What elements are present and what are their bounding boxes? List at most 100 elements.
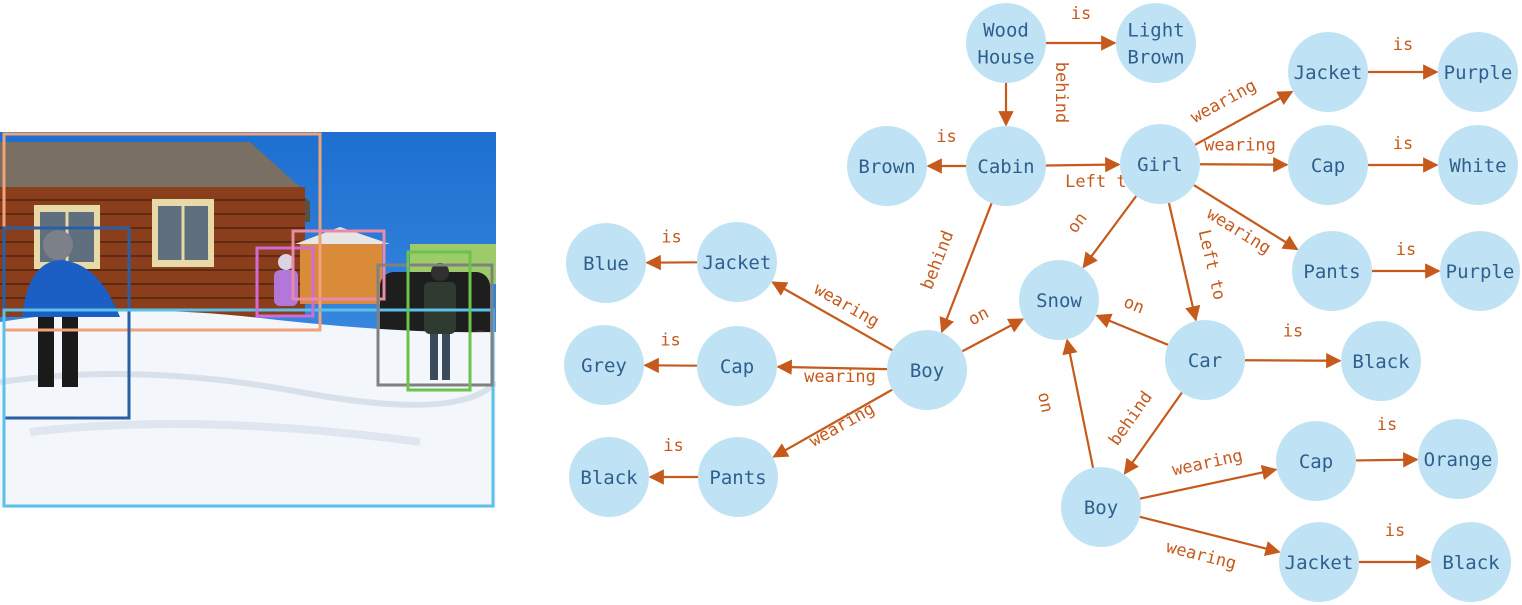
node-label: Pants	[1303, 261, 1360, 283]
node-circle	[566, 223, 646, 303]
node-circle	[1431, 522, 1511, 602]
node-label: Black	[580, 467, 638, 489]
edge-label: is	[936, 127, 956, 147]
edge-line	[1355, 452, 1419, 468]
edge-girl-cap_g	[1199, 156, 1289, 173]
edge-girl-pants_g	[1193, 184, 1299, 251]
edge-label: wearing	[806, 399, 878, 452]
edge-girl-snow	[1082, 195, 1138, 269]
node-label: Black	[1352, 351, 1410, 373]
node-label: Boy	[1084, 497, 1118, 519]
node-cap-g: Cap	[1288, 125, 1368, 205]
bbox-boy-2	[406, 250, 472, 392]
edge-line	[1167, 202, 1201, 322]
edge-line	[1194, 90, 1294, 146]
node-purple-2: Purple	[1440, 231, 1520, 311]
edge-boy1-cap_b	[776, 359, 888, 375]
node-label: Blue	[583, 253, 629, 275]
node-cap-b2: Cap	[1276, 421, 1356, 501]
edge-line	[1123, 392, 1183, 475]
edge-label: is	[1393, 134, 1413, 154]
node-circle	[1120, 124, 1200, 204]
node-circle	[1438, 32, 1518, 112]
bbox-snow	[2, 308, 495, 508]
edge-line	[1139, 464, 1278, 500]
edge-label: wearing	[1204, 136, 1276, 156]
edge-line	[1095, 313, 1169, 346]
edge-line	[1193, 184, 1299, 251]
edge-label: behind	[917, 228, 958, 292]
node-label: Cap	[720, 356, 754, 378]
node-black-j: Black	[1431, 522, 1511, 602]
edge-label: Left to	[1065, 172, 1137, 192]
node-label: Jacket	[703, 252, 772, 274]
edge-label: is	[1283, 322, 1303, 342]
edge-line	[772, 388, 893, 458]
edge-label: Left to	[1194, 228, 1229, 302]
node-orange: Orange	[1418, 419, 1498, 499]
node-brown: Brown	[847, 126, 927, 206]
node-black-car: Black	[1341, 321, 1421, 401]
node-circle	[887, 330, 967, 410]
edge-label: is	[1377, 415, 1397, 435]
edge-label: is	[661, 228, 681, 248]
edge-boy1-jacket_b	[771, 281, 893, 352]
node-label: Cap	[1311, 155, 1345, 177]
edge-boy2-jacket_b2	[1139, 515, 1281, 557]
node-circle	[1341, 321, 1421, 401]
node-white: White	[1438, 125, 1518, 205]
edge-label: wearing	[1170, 446, 1244, 481]
node-circle	[1288, 32, 1368, 112]
node-car: Car	[1165, 320, 1245, 400]
node-cabin: Cabin	[966, 126, 1046, 206]
edge-boy1-snow	[961, 318, 1025, 353]
node-label: Cabin	[977, 156, 1034, 178]
edge-line	[1062, 338, 1095, 469]
node-circle	[569, 437, 649, 517]
node-purple-1: Purple	[1438, 32, 1518, 112]
node-jacket-b2: Jacket	[1279, 522, 1359, 602]
node-boy1: Boy	[887, 330, 967, 410]
node-circle	[1061, 467, 1141, 547]
edge-car-black_car	[1244, 352, 1342, 369]
edge-line	[776, 359, 888, 375]
edge-line	[961, 318, 1025, 353]
node-girl: Girl	[1120, 124, 1200, 204]
node-label: Snow	[1036, 290, 1082, 312]
node-circle	[1418, 419, 1498, 499]
node-circle	[1116, 3, 1196, 83]
node-circle	[1438, 125, 1518, 205]
node-label: Boy	[910, 360, 944, 382]
node-grey: Grey	[564, 325, 644, 405]
edge-label: on	[965, 303, 992, 330]
edge-line	[1199, 156, 1289, 173]
bbox-girl	[255, 246, 315, 318]
node-label: Car	[1188, 350, 1222, 372]
node-boy2: Boy	[1061, 467, 1141, 547]
node-circle	[1019, 260, 1099, 340]
edge-label: wearing	[1187, 76, 1259, 128]
node-circle	[697, 326, 777, 406]
edge-line	[939, 202, 993, 334]
node-jacket-g: Jacket	[1288, 32, 1368, 112]
node-label: Pants	[709, 467, 766, 489]
node-snow: Snow	[1019, 260, 1099, 340]
edge-label: wearing	[804, 367, 876, 387]
node-label: Cap	[1299, 451, 1333, 473]
edge-label: is	[1396, 240, 1416, 260]
edge-line	[1244, 352, 1342, 369]
edge-cabin-boy1	[939, 202, 993, 334]
edge-car-boy2	[1123, 392, 1183, 475]
node-label: Brown	[858, 156, 915, 178]
node-label: Black	[1442, 552, 1500, 574]
edge-label: is	[663, 436, 683, 456]
node-circle	[966, 126, 1046, 206]
node-label: House	[977, 47, 1034, 69]
node-circle	[564, 325, 644, 405]
edge-label: is	[1393, 35, 1413, 55]
edge-boy2-snow	[1062, 338, 1095, 469]
edge-label: on	[1063, 209, 1091, 237]
edge-boy1-pants_b	[772, 388, 893, 458]
